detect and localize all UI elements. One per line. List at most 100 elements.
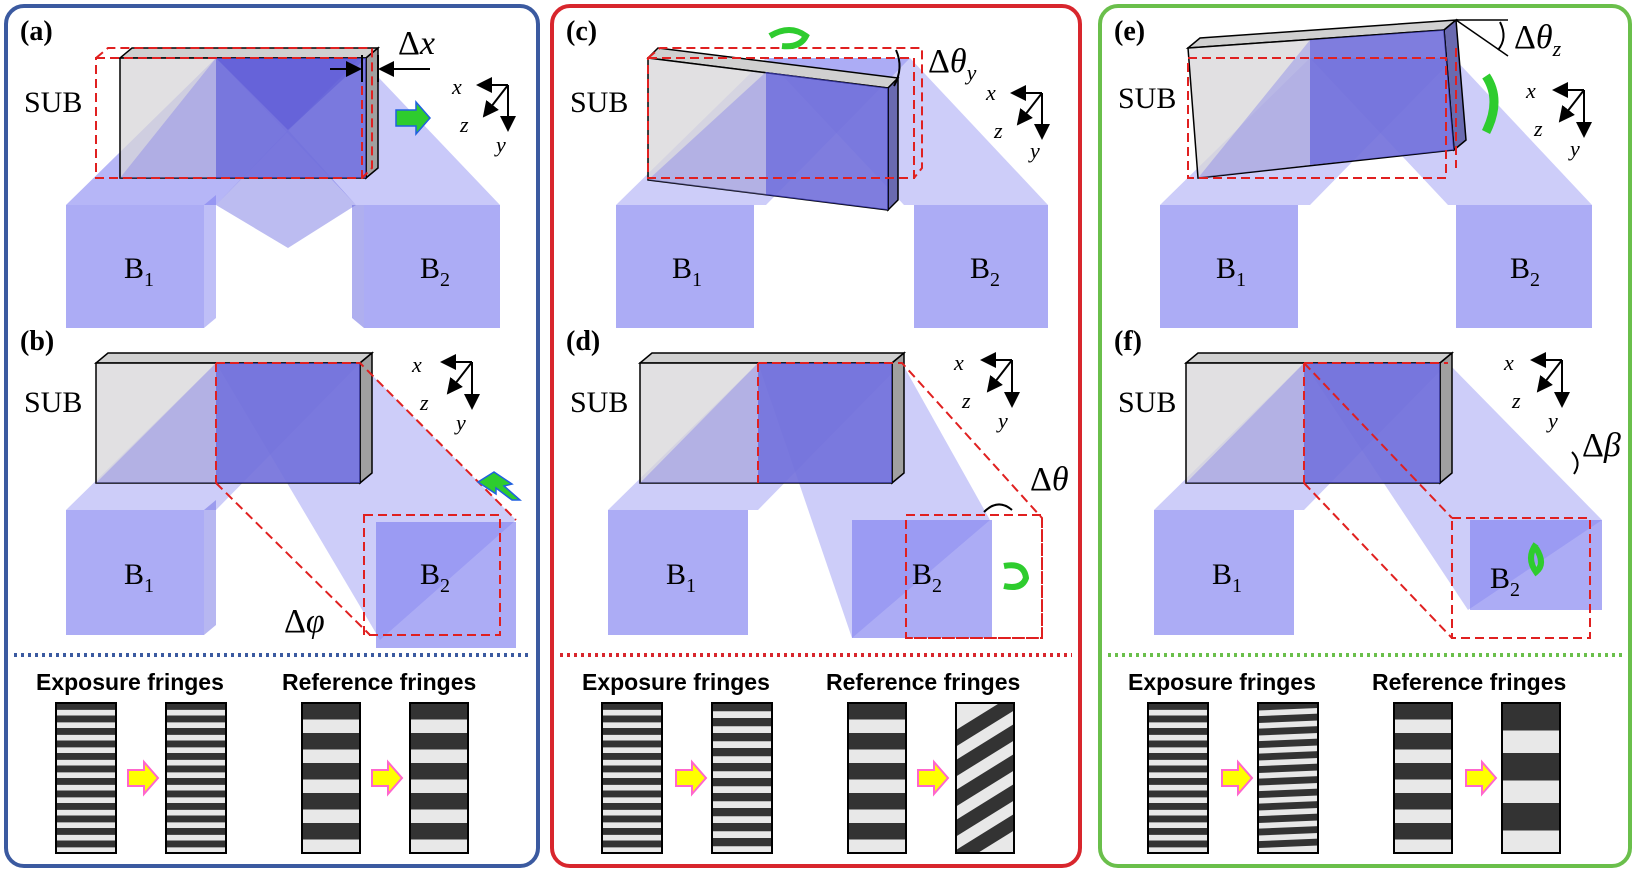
substrate-original-dashed-c: [647, 57, 915, 179]
substrate-beam-overlay: [216, 58, 366, 178]
block-b2: [364, 205, 500, 328]
fringe-band: [1258, 801, 1318, 811]
exposure-before-green: [1147, 702, 1209, 854]
axes-icons: [440, 77, 1592, 410]
fringe-band: [56, 753, 116, 760]
fringe-band: [1148, 728, 1208, 735]
fringe-band: [302, 793, 360, 810]
fringe-border: [955, 702, 1015, 854]
exposure-fringes-title-red: Exposure fringes: [582, 669, 770, 695]
fringe-headers: Exposure fringes Reference fringes Expos…: [36, 669, 1566, 695]
b2-label-e: B2: [1510, 252, 1540, 291]
fringe-band: [1148, 790, 1208, 798]
fringe-band: [166, 803, 226, 810]
block-b2-f: [1470, 520, 1602, 610]
fringe-band: [166, 790, 226, 798]
delta-beta-label: Δβ: [1582, 427, 1621, 464]
rotate-x-icon: [1528, 542, 1544, 577]
fringe-band: [602, 728, 662, 735]
b1-label-f: B1: [1212, 558, 1242, 597]
fringe-band: [1394, 763, 1452, 780]
fringe-band: [166, 703, 226, 710]
fringe-band: [410, 823, 468, 840]
b1-label-d: B1: [666, 558, 696, 597]
panel-label-a: (a): [20, 16, 53, 47]
rotate-zz-icon: [1481, 73, 1499, 135]
fringe-band: [602, 765, 662, 773]
substrate-diag-d: [640, 363, 758, 483]
reference-after-red: [955, 702, 1015, 854]
b2-label-d: B2: [912, 558, 942, 597]
fringe-band: [1148, 840, 1208, 848]
fringe-band: [302, 823, 360, 840]
fringe-band: [712, 748, 772, 757]
exposure-fringes-title-green: Exposure fringes: [1128, 669, 1316, 695]
fringe-band: [602, 815, 662, 823]
sub-label-a: SUB: [24, 86, 82, 119]
reference-before-green: [1393, 702, 1453, 854]
substrate-side-f: [1439, 351, 1453, 485]
exposure-after-red: [711, 702, 773, 854]
fringe-band: [712, 718, 772, 727]
fringe-band: [56, 828, 116, 835]
transition-arrow-icon: [675, 759, 708, 797]
b2-original-dashed: [363, 514, 501, 636]
fringe-band: [848, 793, 906, 810]
theta-z-arc: [1497, 21, 1505, 51]
fringe-band: [848, 733, 906, 750]
panel-label-e: (e): [1114, 16, 1145, 47]
axis-z-a: z: [459, 112, 469, 137]
fringe-band: [302, 703, 360, 720]
block-b1-side: [204, 195, 216, 328]
reference-fringes-title-red: Reference fringes: [826, 669, 1020, 695]
fringe-band: [712, 778, 772, 787]
panel-d: [608, 351, 1043, 639]
panel-b: [66, 351, 522, 648]
substrate-beam-e: [1310, 30, 1454, 165]
reference-fringes-title-blue: Reference fringes: [282, 669, 476, 695]
axes-f: [1530, 352, 1570, 408]
panel-label-b: (b): [20, 326, 54, 357]
axis-z-b: z: [419, 390, 429, 415]
panel-label-f: (f): [1114, 326, 1142, 357]
fringe-band: [1502, 803, 1560, 831]
fringe-band: [1502, 703, 1560, 731]
fringe-border: [55, 702, 117, 854]
fringe-band: [56, 790, 116, 798]
fringe-band: [956, 784, 1014, 837]
block-b2-b: [376, 522, 516, 648]
axes-e: [1552, 82, 1592, 138]
fringe-band: [602, 840, 662, 848]
fringe-band: [1148, 715, 1208, 723]
axes-a: [476, 77, 516, 132]
b2-label-b: B2: [420, 558, 450, 597]
b1-label-a: B1: [124, 252, 154, 291]
fringe-band: [56, 765, 116, 773]
substrate-diag-r: [216, 58, 366, 130]
axis-x-b: x: [411, 352, 422, 377]
fringe-band: [166, 753, 226, 760]
exposure-after-blue: [165, 702, 227, 854]
block-b1-e: [1160, 205, 1298, 328]
fringe-border: [165, 702, 227, 854]
substrate-top-d: [637, 352, 907, 364]
substrate-top-b: [93, 352, 375, 364]
fringe-band: [712, 793, 772, 802]
fringe-border: [1501, 702, 1561, 854]
fringe-band: [166, 765, 226, 773]
fringe-band: [410, 703, 468, 720]
fringe-band: [410, 793, 468, 810]
rotate-arrow-icon: [476, 471, 522, 501]
delta-phi-label: Δφ: [284, 603, 325, 640]
fringe-border: [1147, 702, 1209, 854]
fringe-band: [1394, 793, 1452, 810]
fringe-band: [956, 724, 1014, 777]
axis-z-d: z: [961, 388, 971, 413]
b1-label-c: B1: [672, 252, 702, 291]
theta-z-ref2: [1455, 19, 1509, 57]
sub-label-f: SUB: [1118, 386, 1176, 419]
fringe-band: [1394, 823, 1452, 840]
fringe-band: [602, 790, 662, 798]
fringe-border: [1393, 702, 1453, 854]
